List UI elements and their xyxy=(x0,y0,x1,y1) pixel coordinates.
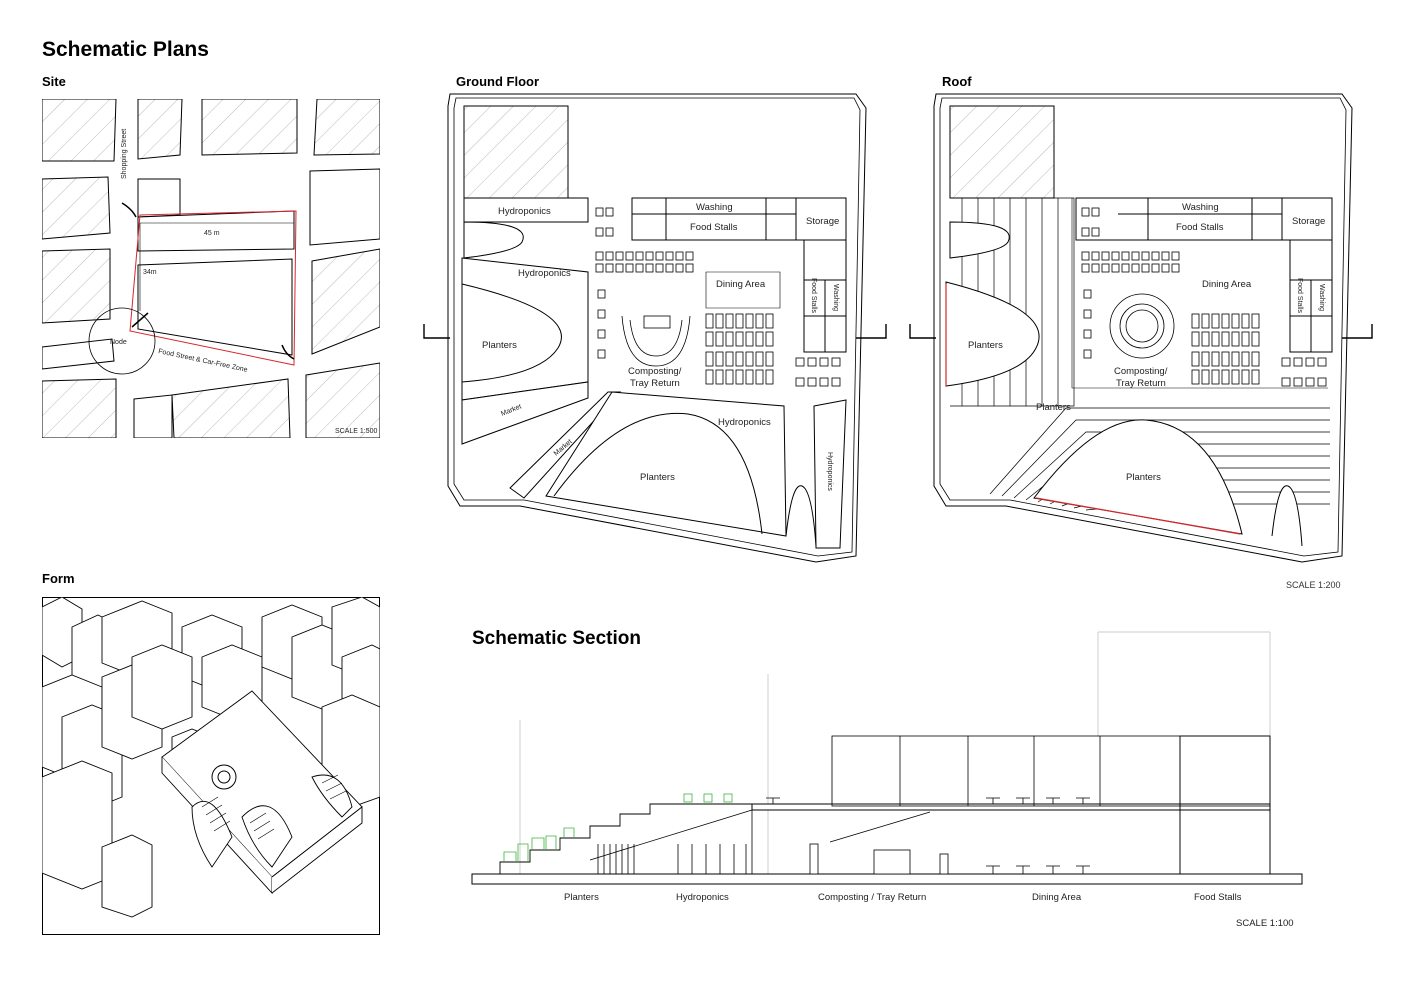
page-title: Schematic Plans xyxy=(42,38,209,61)
ground-floor-title: Ground Floor xyxy=(456,74,540,89)
gf-planters-1: Planters xyxy=(482,340,517,351)
section-label-planters: Planters xyxy=(564,892,599,903)
section-label-food-stalls: Food Stalls xyxy=(1194,892,1242,903)
section-title: Schematic Section xyxy=(472,628,641,649)
roof-washing-1: Washing xyxy=(1182,202,1219,213)
site-title: Site xyxy=(42,74,66,89)
roof-food-stalls-2: Food Stalls xyxy=(1296,278,1303,314)
roof-food-stalls-1: Food Stalls xyxy=(1176,222,1224,233)
schematic-section: Planters Hydroponics Composting / Tray R… xyxy=(471,631,1303,929)
gf-washing-2: Washing xyxy=(832,284,839,311)
form-title: Form xyxy=(42,571,75,586)
roof-planters-2: Planters xyxy=(1036,402,1071,413)
gf-storage: Storage xyxy=(806,216,839,227)
gf-washing-1: Washing xyxy=(696,202,733,213)
section-label-dining: Dining Area xyxy=(1032,892,1082,903)
gf-tray-return: Tray Return xyxy=(630,378,680,389)
section-label-composting: Composting / Tray Return xyxy=(818,892,926,903)
gf-hydroponics-1: Hydroponics xyxy=(498,206,551,217)
roof-plan: Planters Washing Food Stalls Storage Foo… xyxy=(909,93,1373,563)
street-diagonal-label: Food Street & Car-Free Zone xyxy=(158,348,249,374)
gf-composting: Composting/ xyxy=(628,366,682,377)
roof-composting: Composting/ xyxy=(1114,366,1168,377)
site-dim-width: 45 m xyxy=(204,230,220,237)
gf-planters-2: Planters xyxy=(640,472,675,483)
roof-tray-return: Tray Return xyxy=(1116,378,1166,389)
roof-storage: Storage xyxy=(1292,216,1325,227)
section-label-hydroponics: Hydroponics xyxy=(676,892,729,903)
node-circle xyxy=(88,307,156,375)
gf-food-stalls-2: Food Stalls xyxy=(810,278,817,314)
form-axonometric xyxy=(42,597,380,935)
gf-hydroponics-3: Hydroponics xyxy=(718,417,771,428)
roof-washing-2: Washing xyxy=(1318,284,1325,311)
roof-planters-3: Planters xyxy=(1126,472,1161,483)
roof-dining-area: Dining Area xyxy=(1202,279,1252,290)
ground-floor-plan: Hydroponics Washing Food Stalls Storage … xyxy=(423,93,887,563)
gf-dining-area: Dining Area xyxy=(716,279,766,290)
node-label: Node xyxy=(110,339,127,346)
street-vertical-label: Shopping Street xyxy=(121,129,128,179)
roof-title: Roof xyxy=(942,74,972,89)
gf-hydroponics-4: Hydroponics xyxy=(826,452,833,491)
site-dim-depth: 34m xyxy=(143,269,157,276)
site-scale: SCALE 1:500 xyxy=(335,428,378,435)
section-scale: SCALE 1:100 xyxy=(1236,918,1294,929)
gf-hydroponics-2: Hydroponics xyxy=(518,268,571,279)
plans-scale: SCALE 1:200 xyxy=(1286,580,1341,590)
gf-food-stalls-1: Food Stalls xyxy=(690,222,738,233)
site-plan: 45 m 34m Node Shopping Street Food Stree… xyxy=(42,99,380,438)
roof-planters-1: Planters xyxy=(968,340,1003,351)
